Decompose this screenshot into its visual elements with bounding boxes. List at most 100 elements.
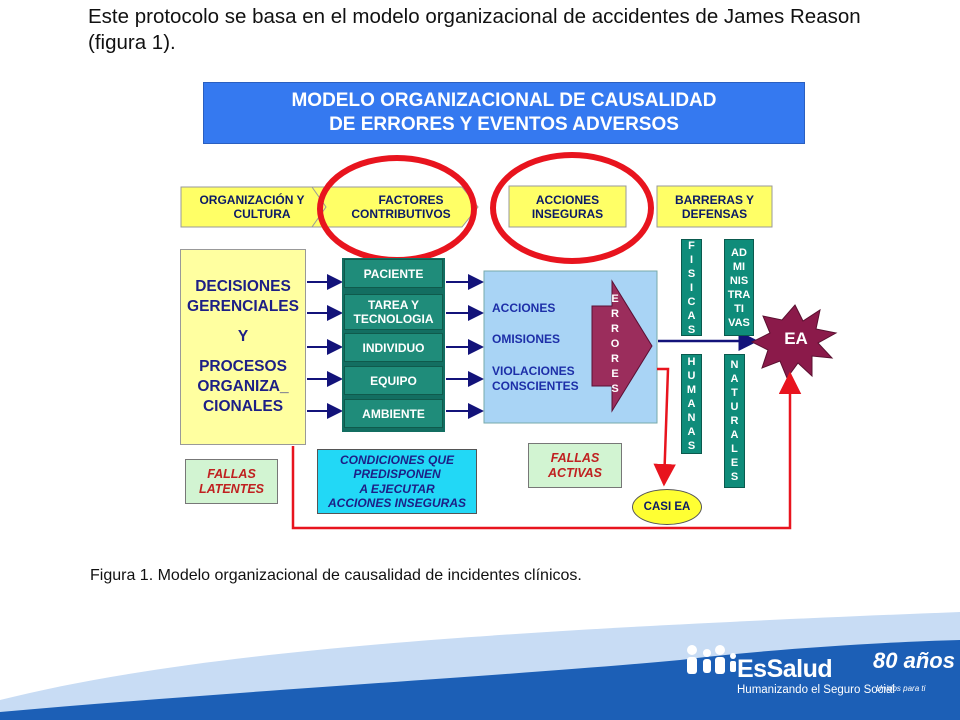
action-violaciones: VIOLACIONES [492,364,575,378]
errores-letter: E [611,293,619,305]
barrier-letter: AD [731,246,747,259]
header-org-line1: ORGANIZACIÓN Y [199,193,305,207]
condiciones-line: ACCIONES INSEGURAS [327,496,467,510]
decisions-line: CIONALES [202,398,284,415]
errores-letter: R [611,308,619,320]
decisions-line: GERENCIALES [187,298,299,315]
barrier-humanas: H U M A N A S [681,354,702,454]
decisions-line: Y [237,328,249,345]
header-acciones-line1: ACCIONES [535,193,600,207]
condiciones-line: CONDICIONES QUE [339,452,454,467]
barrier-letter: MI [732,260,746,273]
barrier-letter: A [687,309,696,322]
latent-feedback-line [291,371,802,530]
header-barreras: BARRERAS Y DEFENSAS [657,193,772,221]
diagram-title-line2: DE ERRORES Y EVENTOS ADVERSOS [329,114,679,135]
header-barreras-line1: BARRERAS Y [674,193,755,207]
barrier-letter: E [730,457,739,469]
errores-letter: O [610,338,620,350]
barrier-letter: F [688,239,695,252]
barrier-administrativas: AD MI NIS TRA TI VAS [724,239,754,336]
barrier-letter: S [687,323,696,336]
casi-ea-line [653,367,676,487]
header-acciones-shape [508,185,627,228]
fallas-latentes-box: FALLAS LATENTES [185,459,278,504]
barrier-letter: TRA [727,288,751,301]
barrier-fisicas: F I S I C A S [681,239,702,336]
decisions-line [181,347,305,357]
header-acciones-line2: INSEGURAS [531,207,604,221]
barrier-letter: H [687,356,696,368]
fallas-latentes-line: FALLAS [207,466,256,481]
condiciones-line: PREDISPONEN [353,467,441,481]
header-barreras-line2: DEFENSAS [681,207,748,221]
barrier-naturales: N A T U R A L E S [724,354,745,488]
factor-label: INDIVIDUO [362,340,425,355]
header-factores-shape [311,186,479,228]
barrier-letter: U [730,401,739,413]
header-factores: FACTORES CONTRIBUTIVOS [336,193,466,221]
errores-arrow-shape [591,279,653,413]
decisions-line: PROCESOS [199,358,287,375]
highlight-ellipse-acciones [490,152,654,264]
fallas-activas-line: ACTIVAS [548,465,602,480]
factor-label-line2: TECNOLOGIA [353,312,434,326]
header-factores-line2: CONTRIBUTIVOS [351,207,451,221]
header-barreras-shape [656,185,773,228]
barrier-letter: N [730,359,739,371]
anniversary-logo: 80 años [873,648,955,673]
barrier-letter: A [730,373,739,385]
barrier-letter: A [730,429,739,441]
header-org-line2: CULTURA [233,207,291,221]
barrier-letter: T [731,387,738,399]
barrier-letter: M [686,384,697,396]
essalud-slogan: Humanizando el Seguro Social [737,684,895,696]
barrier-letter: TI [734,302,744,315]
action-conscientes: CONSCIENTES [492,379,579,393]
ea-star-shape [750,304,838,380]
errores-letter: R [611,323,619,335]
decisions-box: DECISIONES GERENCIALES Y PROCESOS ORGANI… [180,249,306,445]
casi-ea-ellipse: CASI EA [632,489,702,525]
errores-letter: E [611,368,619,380]
diagram-title: MODELO ORGANIZACIONAL DE CAUSALIDAD DE E… [203,82,805,144]
barrier-letter: L [731,443,738,455]
fallas-activas-box: FALLAS ACTIVAS [528,443,622,488]
barrier-letter: NIS [729,274,749,287]
header-factores-line1: FACTORES [378,193,444,207]
condiciones-box: CONDICIONES QUE PREDISPONEN A EJECUTAR A… [317,449,477,514]
barrier-letter: C [687,295,696,308]
header-org: ORGANIZACIÓN Y CULTURA [186,193,318,221]
factor-equipo: EQUIPO [344,366,443,395]
errores-letter: S [611,383,619,395]
decisions-line [181,317,305,327]
diagram-title-line1: MODELO ORGANIZACIONAL DE CAUSALIDAD [291,90,717,111]
barrier-letter: N [687,412,696,424]
barrier-letter: I [689,253,694,266]
factor-label: TAREA Y [367,298,420,312]
factor-label: AMBIENTE [362,406,425,421]
header-acciones: ACCIONES INSEGURAS [509,193,626,221]
ea-label: EA [784,329,808,348]
condiciones-line: A EJECUTAR [359,481,435,496]
intro-paragraph: Este protocolo se basa en el modelo orga… [88,5,861,54]
factor-label: EQUIPO [370,373,417,388]
factor-ambiente: AMBIENTE [344,399,443,428]
factor-individuo: INDIVIDUO [344,333,443,362]
barrier-letter: VAS [728,316,750,329]
fallas-activas-line: FALLAS [550,450,600,465]
barrier-letter: I [689,281,694,294]
barrier-letter: S [687,440,696,452]
decisions-line: DECISIONES [195,278,291,295]
factor-paciente: PACIENTE [344,259,443,288]
factor-tarea: TAREA Y TECNOLOGIA [344,294,443,330]
figure-caption: Figura 1. Modelo organizacional de causa… [90,567,582,584]
decisions-line: ORGANIZA_ [197,378,289,395]
barrier-letter: A [687,398,696,410]
essalud-brand: EsSalud [737,655,833,683]
errores-letter: R [611,353,619,365]
barrier-letter: S [730,471,739,483]
errores-label: E R R O R E S [609,292,621,397]
barrier-letter: S [687,267,696,280]
